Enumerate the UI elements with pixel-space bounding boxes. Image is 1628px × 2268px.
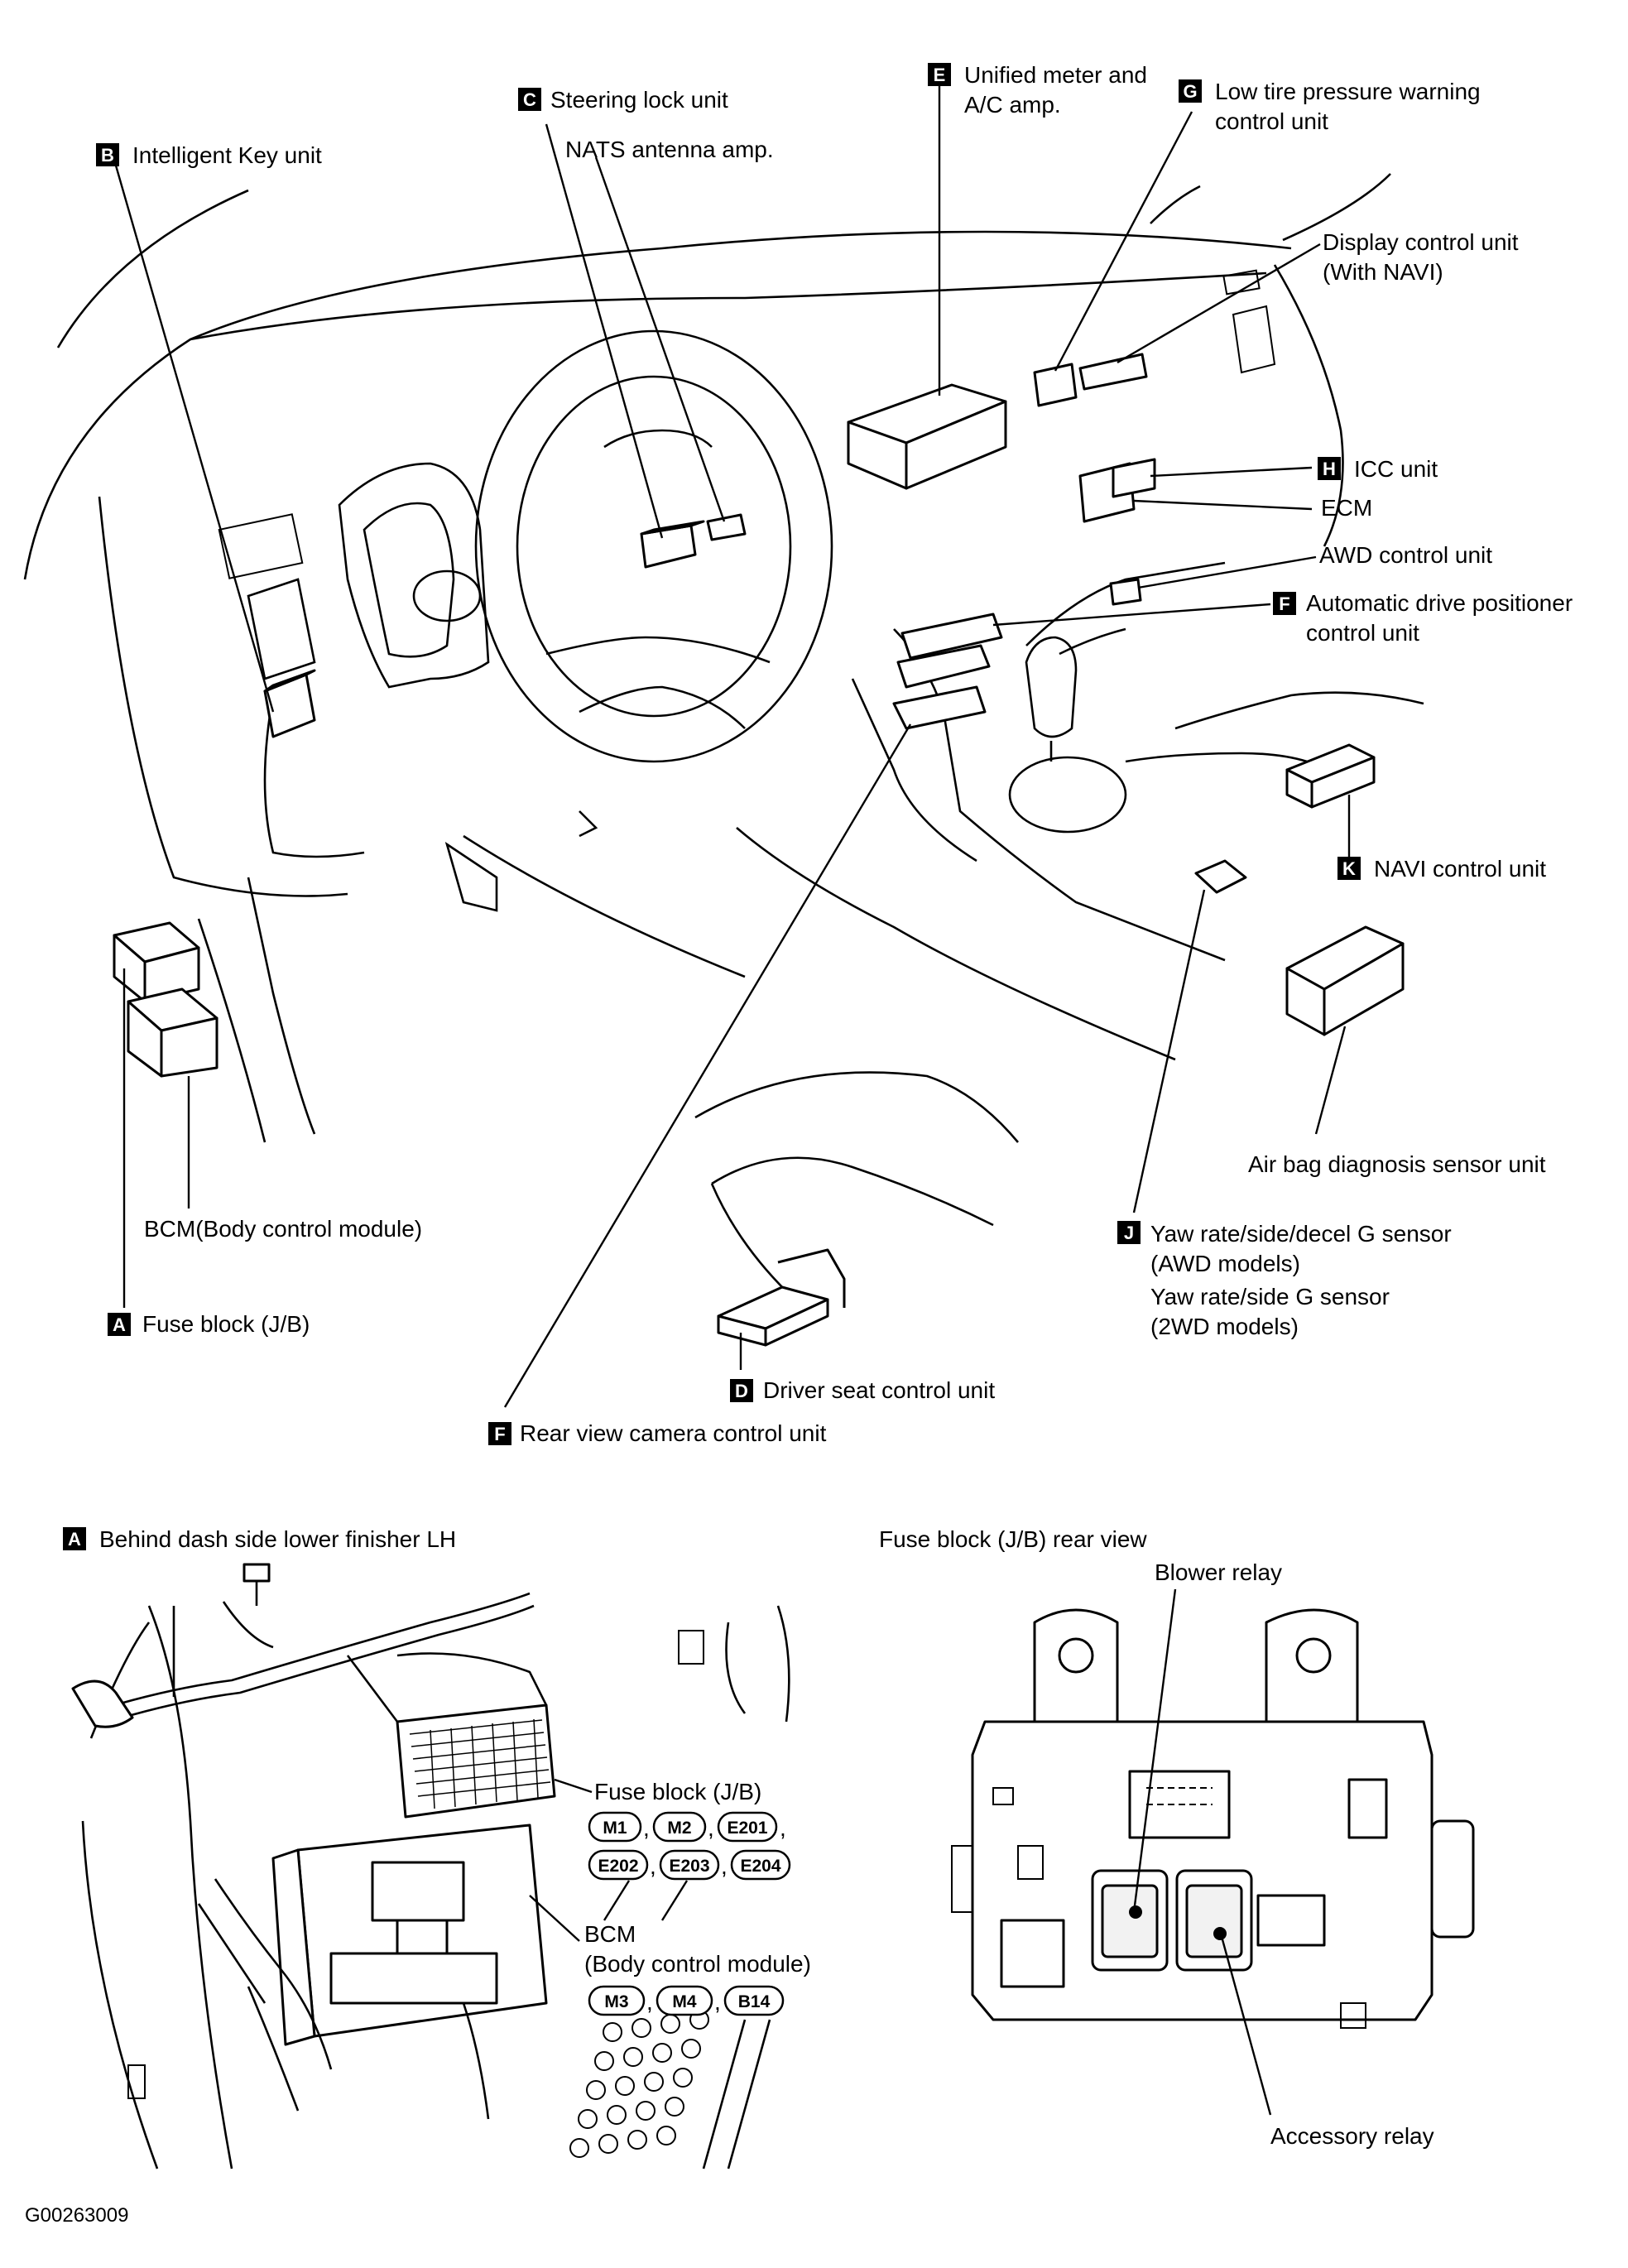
auto-drive-positioner-box xyxy=(892,613,1003,730)
label-steering-lock: Steering lock unit xyxy=(550,87,728,113)
display-control-box xyxy=(1078,353,1148,391)
badge-d: D xyxy=(735,1381,748,1401)
nats-antenna-box xyxy=(706,513,747,541)
label-awd-control: AWD control unit xyxy=(1319,542,1492,568)
badge-g: G xyxy=(1183,81,1197,102)
label-low-tire-1: Low tire pressure warning xyxy=(1215,79,1481,104)
label-yaw-2: (AWD models) xyxy=(1150,1251,1300,1276)
badges: B C E G H F K J A D F A xyxy=(63,63,1361,1550)
svg-text:,: , xyxy=(646,1989,653,2015)
label-unified-meter-2: A/C amp. xyxy=(964,92,1061,118)
dashboard-illustration xyxy=(23,173,1424,1292)
airbag-sensor-box xyxy=(1285,925,1405,1036)
label-rear-camera: Rear view camera control unit xyxy=(520,1420,827,1446)
label-intelligent-key: Intelligent Key unit xyxy=(132,142,322,168)
connector-m3: M3 xyxy=(604,1992,628,2011)
steering-lock-unit-box xyxy=(640,520,705,569)
label-fuse-rear-title: Fuse block (J/B) rear view xyxy=(879,1526,1147,1552)
connector-m4: M4 xyxy=(672,1992,696,2011)
label-blower-relay: Blower relay xyxy=(1155,1559,1282,1585)
view-a-illustration xyxy=(71,1563,790,2169)
badge-f-bottom: F xyxy=(494,1424,505,1444)
label-airbag: Air bag diagnosis sensor unit xyxy=(1248,1151,1546,1177)
svg-text:,: , xyxy=(708,1815,714,1841)
connector-m2: M2 xyxy=(667,1819,691,1838)
label-navi-control: NAVI control unit xyxy=(1374,856,1546,882)
icc-ecm-box xyxy=(1078,458,1156,523)
connector-e204: E204 xyxy=(740,1857,780,1876)
fuse-block-connectors: M1 , M2 , E201 , E202 , E203 , E204 xyxy=(588,1811,791,1881)
connector-e202: E202 xyxy=(598,1857,638,1876)
label-yaw-3: Yaw rate/side G sensor xyxy=(1150,1284,1390,1309)
connector-e203: E203 xyxy=(669,1857,709,1876)
intelligent-key-unit-box xyxy=(263,669,316,738)
label-ecm: ECM xyxy=(1321,495,1372,521)
badge-j: J xyxy=(1124,1223,1134,1243)
label-low-tire-2: control unit xyxy=(1215,108,1328,134)
navi-control-box xyxy=(1285,743,1376,809)
driver-seat-box xyxy=(717,1248,846,1347)
leader-lines xyxy=(114,83,1351,1408)
badge-a: A xyxy=(113,1314,126,1335)
label-yaw-4: (2WD models) xyxy=(1150,1314,1299,1339)
component-boxes xyxy=(113,353,1405,1347)
label-bcm-detail-2: (Body control module) xyxy=(584,1951,811,1977)
label-yaw-1: Yaw rate/side/decel G sensor xyxy=(1150,1221,1452,1247)
badge-h: H xyxy=(1323,459,1336,479)
label-display-control-2: (With NAVI) xyxy=(1323,259,1443,285)
label-display-control-1: Display control unit xyxy=(1323,229,1519,255)
label-auto-drive-1: Automatic drive positioner xyxy=(1306,590,1573,616)
bcm-connectors: M3 , M4 , B14 xyxy=(588,1985,785,2016)
yaw-sensor-box xyxy=(1194,859,1247,894)
connector-m1: M1 xyxy=(603,1819,627,1838)
badge-f-top: F xyxy=(1279,593,1289,614)
label-accessory-relay: Accessory relay xyxy=(1270,2123,1434,2149)
label-bcm-top: BCM(Body control module) xyxy=(144,1216,422,1242)
fuse-block-rear-view: Fuse block (J/B) rear view Blower relay xyxy=(879,1526,1475,2149)
detail-view-a: Behind dash side lower finisher LH xyxy=(71,1526,811,2169)
low-tire-unit-box xyxy=(1033,363,1078,407)
label-driver-seat: Driver seat control unit xyxy=(763,1377,995,1403)
svg-text:,: , xyxy=(721,1853,728,1879)
connector-e201: E201 xyxy=(727,1819,767,1838)
badge-a-detail: A xyxy=(68,1529,81,1550)
badge-b: B xyxy=(101,145,114,166)
fuse-block-rear-illustration xyxy=(951,1608,1475,2029)
label-auto-drive-2: control unit xyxy=(1306,620,1419,646)
badge-c: C xyxy=(523,89,536,110)
labels: Intelligent Key unit Steering lock unit … xyxy=(132,62,1573,1446)
fuse-block-bcm-boxes xyxy=(113,921,219,1078)
label-bcm-detail-1: BCM xyxy=(584,1921,636,1947)
label-icc-unit: ICC unit xyxy=(1354,456,1438,482)
label-fuse-block-top: Fuse block (J/B) xyxy=(142,1311,310,1337)
svg-text:,: , xyxy=(780,1815,786,1841)
badge-k: K xyxy=(1342,858,1356,879)
svg-text:,: , xyxy=(714,1989,721,2015)
svg-text:,: , xyxy=(650,1853,656,1879)
unified-meter-box xyxy=(847,383,1007,490)
label-nats-antenna: NATS antenna amp. xyxy=(565,137,774,162)
label-unified-meter-1: Unified meter and xyxy=(964,62,1147,88)
connector-b14: B14 xyxy=(738,1992,771,2011)
figure-code: G00263009 xyxy=(25,2204,128,2227)
label-view-a-title: Behind dash side lower finisher LH xyxy=(99,1526,456,1552)
awd-control-box xyxy=(1109,578,1142,606)
badge-e: E xyxy=(934,65,946,85)
svg-text:,: , xyxy=(643,1815,650,1841)
label-fuse-block-detail: Fuse block (J/B) xyxy=(594,1779,761,1804)
